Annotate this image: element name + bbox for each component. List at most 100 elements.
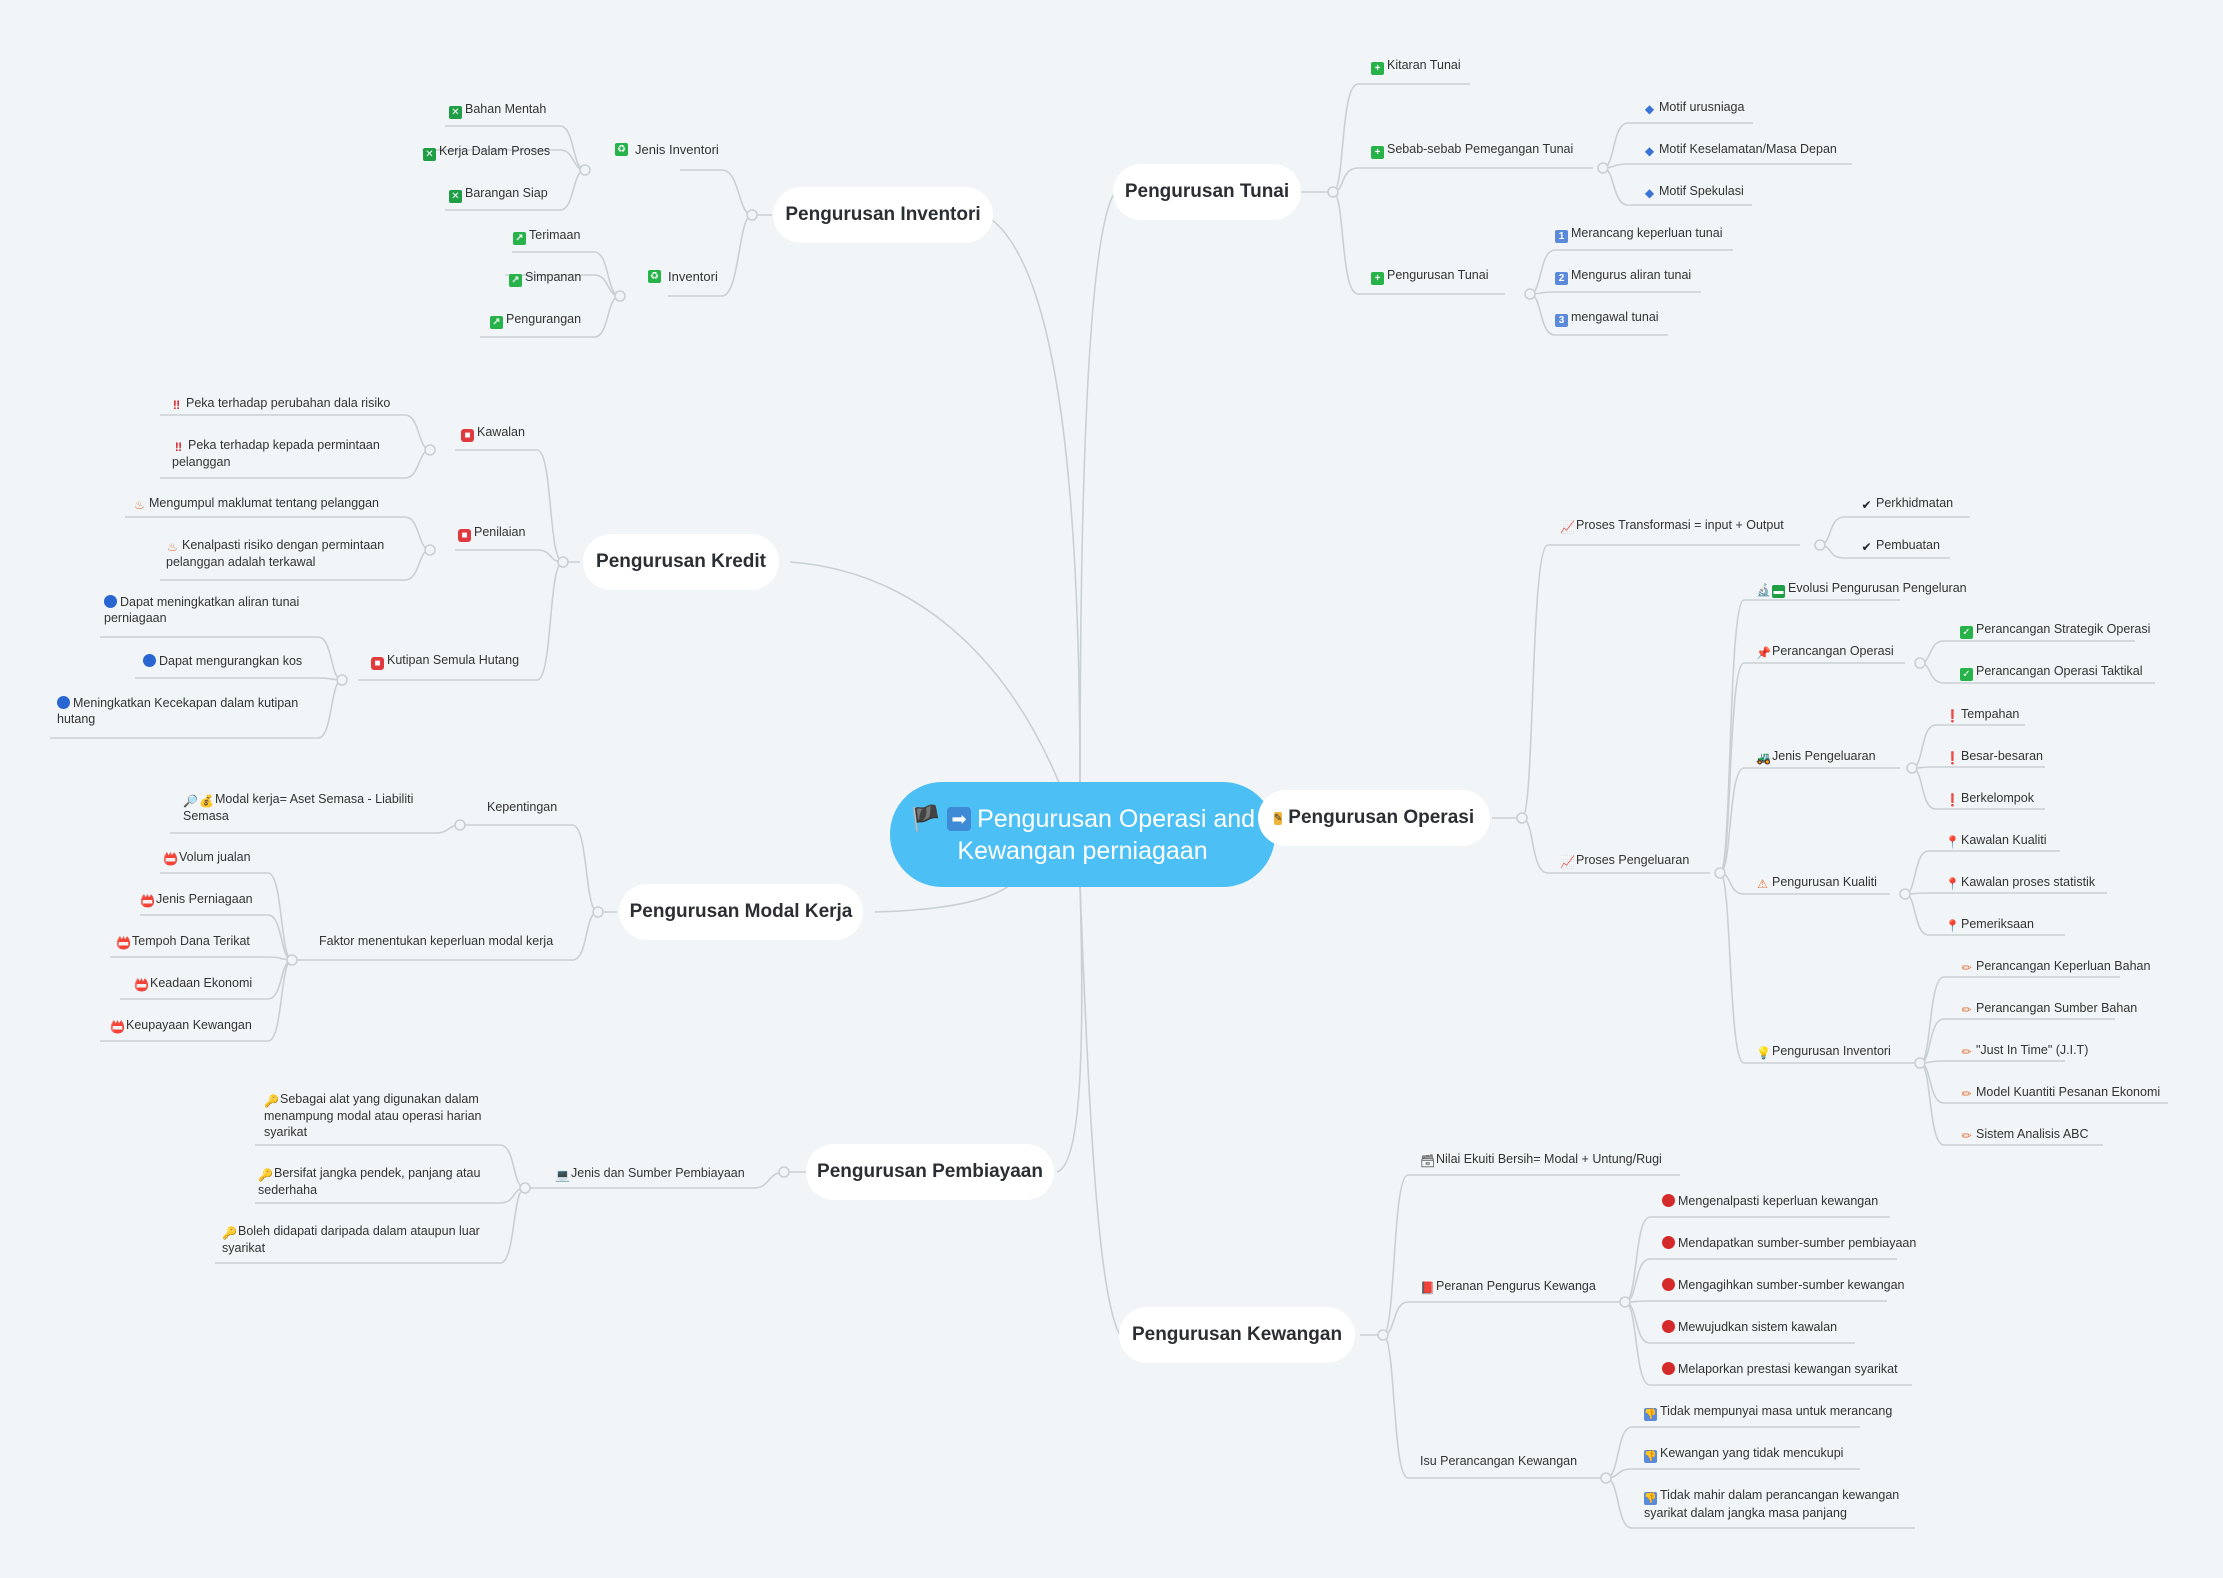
topic-pengurusan-operasi[interactable]: ✎Pengurusan Operasi [1258,790,1490,846]
leaf-alat-modal-operasi[interactable]: 🔑Sebagai alat yang digunakan dalam menam… [264,1092,482,1139]
leaf-simpanan[interactable]: ↗Simpanan [509,269,581,287]
chart-icon: ↗ [509,274,522,287]
leaf-mendapatkan-sumber[interactable]: Mendapatkan sumber-sumber pembiayaan [1662,1235,1916,1251]
warning-icon: ⚠ [1757,877,1768,891]
leaf-evolusi-pengurusan[interactable]: 🔬▬Evolusi Pengurusan Pengeluran [1756,581,1967,598]
leaf-just-in-time[interactable]: ✏"Just In Time" (J.I.T) [1961,1043,2089,1059]
subtopic-proses-transformasi[interactable]: 📈Proses Transformasi = input + Output [1560,518,1784,534]
leaf-nilai-ekuiti-bersih[interactable]: 🗃Nilai Ekuiti Bersih= Modal + Untung/Rug… [1420,1152,1662,1168]
leaf-melaporkan-prestasi[interactable]: Melaporkan prestasi kewangan syarikat [1662,1361,1898,1377]
subtopic-penilaian[interactable]: ■Penilaian [458,524,525,542]
leaf-motif-keselamatan[interactable]: ◆Motif Keselamatan/Masa Depan [1644,142,1837,158]
topic-label: Pengurusan Kewangan [1131,1324,1343,1345]
leaf-model-kuantiti-pesanan[interactable]: ✏Model Kuantiti Pesanan Ekonomi [1961,1085,2161,1101]
subtopic-faktor-modal-kerja[interactable]: Faktor menentukan keperluan modal kerja [319,934,554,948]
leaf-tidak-mahir[interactable]: 👎Tidak mahir dalam perancangan kewangan … [1644,1488,1900,1520]
key-icon: 🔑 [222,1226,237,1240]
subtopic-jenis-inventori[interactable]: ♻Jenis Inventori [615,141,719,158]
leaf-tempahan[interactable]: ❗Tempahan [1945,707,2020,723]
leaf-modal-kerja-formula[interactable]: 🔎💰Modal kerja= Aset Semasa - Liabiliti S… [183,792,414,823]
subtopic-pengurusan-tunai[interactable]: +Pengurusan Tunai [1371,267,1488,285]
subtopic-kawalan[interactable]: ■Kawalan [461,424,525,442]
subtopic-inventori[interactable]: ♻Inventori [648,268,718,285]
leaf-kawalan-proses-statistik[interactable]: 📍Kawalan proses statistik [1945,875,2096,891]
topic-pengurusan-kredit[interactable]: Pengurusan Kredit [583,534,779,590]
leaf-besar-besaran[interactable]: ❗Besar-besaran [1945,749,2043,765]
pencil-icon: ✏ [1961,1003,1972,1017]
no-entry-icon: 📛 [110,1020,125,1034]
leaf-sistem-analisis-abc[interactable]: ✏Sistem Analisis ABC [1961,1127,2089,1143]
subtopic-jenis-sumber-pembiayaan[interactable]: 💻Jenis dan Sumber Pembiayaan [555,1166,745,1182]
leaf-berkelompok[interactable]: ❗Berkelompok [1945,791,2034,807]
subtopic-isu-perancangan-kewangan[interactable]: Isu Perancangan Kewangan [1420,1454,1578,1468]
cross-mark-icon: ✕ [423,148,436,161]
leaf-kerja-dalam-proses[interactable]: ✕Kerja Dalam Proses [423,143,550,161]
topic-pengurusan-tunai[interactable]: Pengurusan Tunai [1113,164,1301,220]
leaf-terimaan[interactable]: ↗Terimaan [513,227,580,245]
subtopic-proses-pengeluaran[interactable]: 📈Proses Pengeluaran [1560,853,1690,869]
recycle-icon: ♻ [615,143,628,156]
leaf-pemeriksaan[interactable]: 📍Pemeriksaan [1945,917,2034,933]
leaf-tiada-masa[interactable]: 👎Tidak mempunyai masa untuk merancang [1644,1404,1893,1421]
leaf-perkhidmatan[interactable]: ✔Perkhidmatan [1861,496,1954,512]
magnifier-icon: 🔎 [183,794,198,808]
leaf-pembuatan[interactable]: ✔Pembuatan [1861,538,1940,554]
no-entry-icon: 📛 [140,894,155,908]
subtopic-peranan-pengurus-kewanga[interactable]: 📕Peranan Pengurus Kewanga [1420,1279,1596,1295]
leaf-tempoh-dana-terikat[interactable]: 📛Tempoh Dana Terikat [116,934,250,950]
leaf-motif-urusniaga[interactable]: ◆Motif urusniaga [1644,100,1745,116]
topic-pengurusan-pembiayaan[interactable]: Pengurusan Pembiayaan [806,1144,1054,1200]
leaf-aliran-tunai-perniagaan[interactable]: Dapat meningkatkan aliran tunai perniaga… [104,595,300,625]
leaf-kenalpasti-risiko[interactable]: ♨Kenalpasti risiko dengan permintaan pel… [166,538,385,569]
topic-pengurusan-kewangan[interactable]: Pengurusan Kewangan [1119,1307,1355,1363]
leaf-perancangan-taktikal[interactable]: ✓Perancangan Operasi Taktikal [1960,663,2143,681]
leaf-dalam-luar-syarikat[interactable]: 🔑Boleh didapati daripada dalam ataupun l… [222,1224,480,1255]
leaf-pengurangan[interactable]: ↗Pengurangan [490,311,581,329]
subtopic-kepentingan[interactable]: Kepentingan [487,800,558,814]
no-entry-icon: 📛 [163,852,178,866]
subtopic-pengurusan-kualiti[interactable]: ⚠Pengurusan Kualiti [1757,875,1877,891]
leaf-perancangan-sumber-bahan[interactable]: ✏Perancangan Sumber Bahan [1961,1001,2138,1017]
subtopic-pengurusan-inventori[interactable]: 💡Pengurusan Inventori [1756,1044,1891,1060]
red-square-icon: ■ [458,529,471,542]
leaf-volum-jualan[interactable]: 📛Volum jualan [163,850,251,866]
subtopic-perancangan-operasi[interactable]: 📌Perancangan Operasi [1756,644,1894,660]
diamond-icon: ◆ [1644,186,1655,200]
leaf-peka-perubahan-risiko[interactable]: ‼Peka terhadap perubahan dala risiko [170,395,390,412]
key-icon: 🔑 [264,1094,279,1108]
topic-pengurusan-inventori[interactable]: Pengurusan Inventori [773,187,993,243]
no-entry-icon: 📛 [134,978,149,992]
leaf-bahan-mentah[interactable]: ✕Bahan Mentah [449,101,546,119]
leaf-jenis-perniagaan[interactable]: 📛Jenis Perniagaan [140,892,253,908]
leaf-kecekapan-kutipan[interactable]: Meningkatkan Kecekapan dalam kutipan hut… [57,696,299,726]
leaf-jangka-pendek-panjang[interactable]: 🔑Bersifat jangka pendek, panjang atau se… [258,1166,481,1197]
subtopic-kutipan-semula-hutang[interactable]: ■Kutipan Semula Hutang [371,652,519,670]
leaf-barangan-siap[interactable]: ✕Barangan Siap [449,185,548,203]
leaf-perancangan-strategik[interactable]: ✓Perancangan Strategik Operasi [1960,621,2150,639]
pencil-icon: ✏ [1961,1087,1972,1101]
leaf-perancangan-keperluan-bahan[interactable]: ✏Perancangan Keperluan Bahan [1961,959,2151,975]
thumbs-down-icon: 👎 [1644,1408,1657,1421]
leaf-kewangan-tidak-mencukupi[interactable]: 👎Kewangan yang tidak mencukupi [1644,1446,1844,1463]
leaf-mengenalpasti-keperluan[interactable]: Mengenalpasti keperluan kewangan [1662,1193,1878,1209]
red-circle-icon [1662,1362,1675,1375]
leaf-kawalan-kualiti[interactable]: 📍Kawalan Kualiti [1945,833,2047,849]
leaf-keupayaan-kewangan[interactable]: 📛Keupayaan Kewangan [110,1018,252,1034]
central-topic[interactable]: 🏴 ➡ Pengurusan Operasi and Kewangan pern… [890,782,1275,887]
leaf-peka-permintaan-pelanggan[interactable]: ‼Peka terhadap kepada permintaan pelangg… [172,438,380,469]
leaf-motif-spekulasi[interactable]: ◆Motif Spekulasi [1644,184,1744,200]
leaf-mengurangkan-kos[interactable]: Dapat mengurangkan kos [143,653,302,669]
thumbs-down-icon: 👎 [1644,1492,1657,1505]
leaf-mengagihkan-sumber[interactable]: Mengagihkan sumber-sumber kewangan [1662,1277,1905,1293]
subtopic-sebab-pemegangan-tunai[interactable]: +Sebab-sebab Pemegangan Tunai [1371,141,1573,159]
subtopic-jenis-pengeluaran[interactable]: 🚜Jenis Pengeluaran [1756,749,1876,765]
leaf-kitaran-tunai[interactable]: +Kitaran Tunai [1371,57,1461,75]
leaf-mewujudkan-sistem-kawalan[interactable]: Mewujudkan sistem kawalan [1662,1319,1837,1335]
topic-pengurusan-modal-kerja[interactable]: Pengurusan Modal Kerja [619,884,863,940]
leaf-keadaan-ekonomi[interactable]: 📛Keadaan Ekonomi [134,976,253,992]
leaf-mengumpul-maklumat[interactable]: ♨Mengumpul maklumat tentang pelanggan [134,496,380,512]
number-1-icon: 1 [1555,230,1568,243]
